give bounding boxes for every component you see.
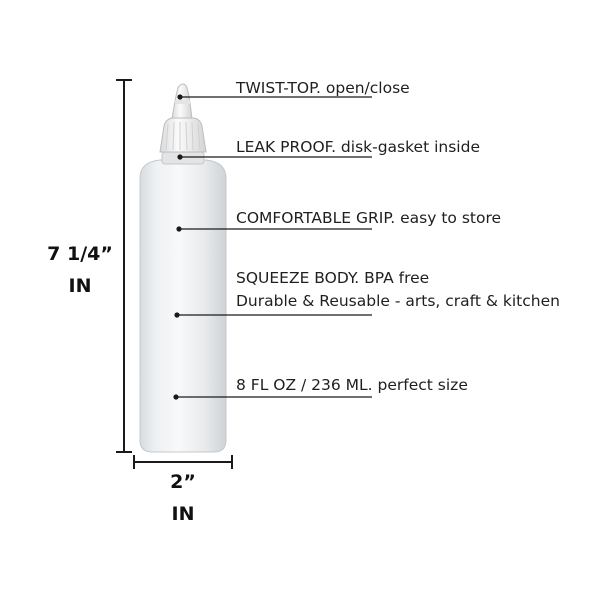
callout-label-comfortable-grip: COMFORTABLE GRIP. easy to store	[236, 209, 502, 227]
height-unit: IN	[68, 275, 92, 297]
width-unit: IN	[171, 503, 195, 525]
width-dimension-line	[133, 455, 233, 469]
callout-leaders	[173, 94, 372, 400]
callout-label-twist-top: TWIST-TOP. open/close	[236, 79, 410, 97]
width-value: 2”	[170, 471, 196, 493]
bottle-neck	[161, 151, 205, 165]
bottle-illustration	[139, 83, 227, 453]
bottle-body	[139, 159, 227, 453]
height-dimension-line	[116, 79, 132, 453]
height-dimension-label: 7 1/4” IN	[40, 240, 120, 300]
height-value: 7 1/4”	[47, 243, 113, 265]
callout-label-capacity: 8 FL OZ / 236 ML. perfect size	[236, 376, 468, 394]
callout-label-durable: Durable & Reusable - arts, craft & kitch…	[236, 292, 560, 310]
width-dimension-label: 2” IN	[143, 468, 223, 528]
callout-label-squeeze-body: SQUEEZE BODY. BPA free	[236, 269, 430, 287]
callout-label-leak-proof: LEAK PROOF. disk-gasket inside	[236, 138, 480, 156]
